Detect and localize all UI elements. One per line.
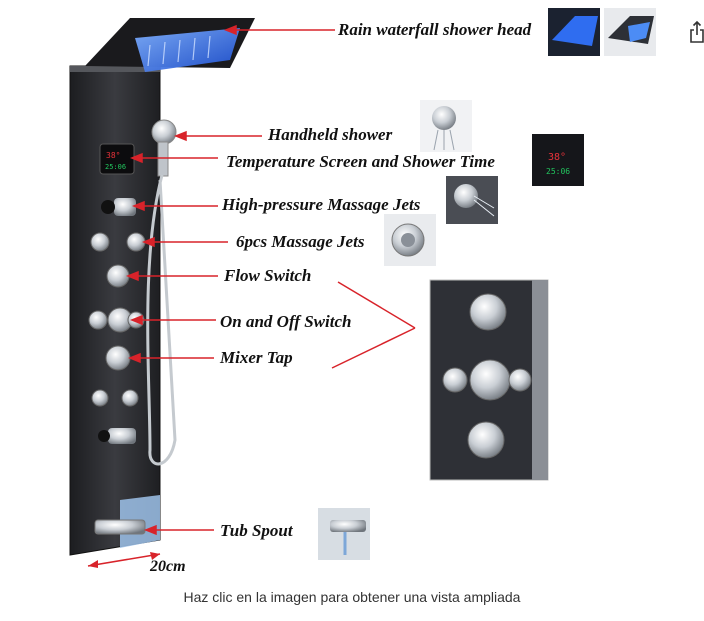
label-mixer: Mixer Tap xyxy=(220,348,293,367)
temperature-readout: 38° xyxy=(106,151,120,160)
label-temperature: Temperature Screen and Shower Time xyxy=(226,152,495,171)
thumb-controls-closeup xyxy=(429,279,549,481)
handheld-shower-head xyxy=(151,119,177,145)
thumb-handheld xyxy=(420,100,472,152)
thumb-tub-spout xyxy=(318,508,370,560)
label-tub-spout: Tub Spout xyxy=(220,521,293,540)
label-massage-jets: 6pcs Massage Jets xyxy=(236,232,365,251)
massage-jet xyxy=(121,389,139,407)
svg-text:38°: 38° xyxy=(548,152,566,163)
time-readout: 25:06 xyxy=(105,163,126,171)
thumb-massage-jet xyxy=(384,214,436,266)
thumb-rain-head-blue xyxy=(548,8,600,56)
high-pressure-jet xyxy=(101,198,136,216)
flow-switch-knob xyxy=(106,264,130,288)
tub-spout xyxy=(94,519,146,535)
thumb-rain-head-silver xyxy=(604,8,656,56)
svg-text:25:06: 25:06 xyxy=(546,167,570,176)
hose-connector xyxy=(98,428,136,444)
label-rain-head: Rain waterfall shower head xyxy=(338,20,532,39)
share-icon[interactable] xyxy=(690,20,704,44)
massage-jet xyxy=(88,310,108,330)
dimension-arrow xyxy=(87,552,161,568)
massage-jet xyxy=(91,389,109,407)
thumb-high-pressure-jet xyxy=(446,176,498,224)
zoom-caption[interactable]: Haz clic en la imagen para obtener una v… xyxy=(183,589,521,605)
callout-lines xyxy=(125,24,416,536)
label-dimension: 20cm xyxy=(150,558,186,575)
label-high-pressure: High-pressure Massage Jets xyxy=(222,195,421,214)
massage-jet xyxy=(90,232,110,252)
shower-panel: 38° 25:06 xyxy=(69,18,255,556)
thumb-temperature-screen: 38° 25:06 xyxy=(532,134,584,186)
label-flow-switch: Flow Switch xyxy=(224,266,312,285)
mixer-tap-knob xyxy=(105,345,131,371)
rain-shower-led xyxy=(135,28,240,72)
label-handheld: Handheld shower xyxy=(268,125,393,144)
label-on-off: On and Off Switch xyxy=(220,312,352,331)
